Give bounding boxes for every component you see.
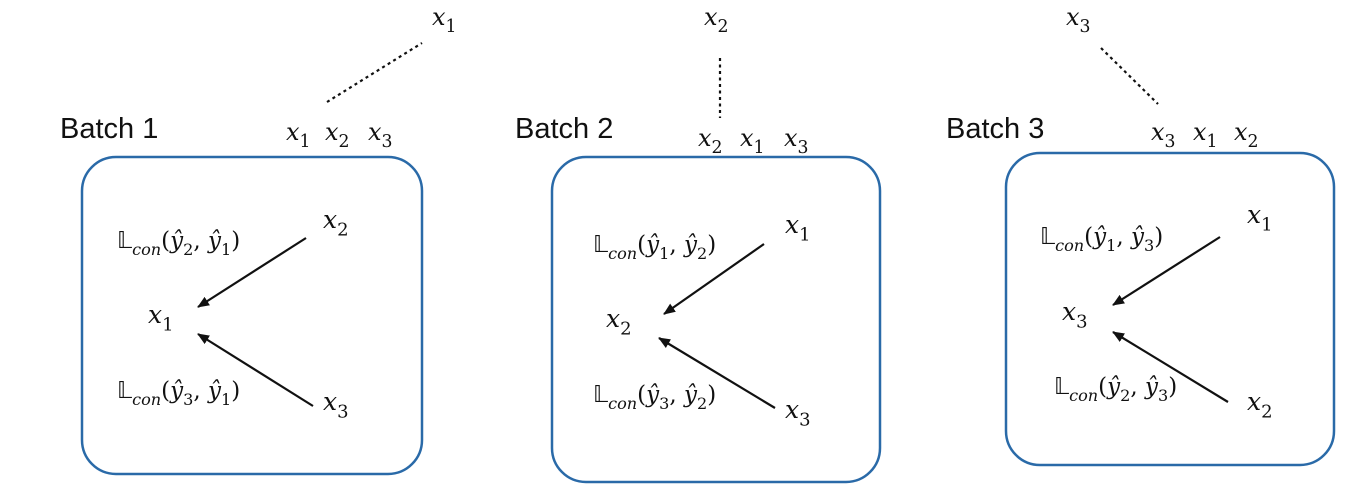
batch-3-loss-bottom: 𝕃con(ŷ2, ŷ3): [1054, 374, 1177, 405]
batch-2-loss-top: 𝕃con(ŷ1, ŷ2): [593, 232, 716, 263]
batch-1-center-node: x1: [148, 300, 174, 336]
batch-3-arrow-bottom: [1112, 331, 1229, 403]
top-sample-1: x1: [432, 3, 457, 37]
batch-2-center-node: x2: [606, 304, 632, 340]
batch-2-top-node: x1: [785, 210, 811, 246]
batch-1-bottom-node: x3: [323, 387, 349, 423]
dotted-connector-1: [326, 42, 423, 103]
batch-3-center-node: x3: [1062, 297, 1088, 333]
batch-3-title: Batch 3: [946, 113, 1044, 145]
batch-3-order-item: x2: [1234, 118, 1259, 152]
dotted-connector-3: [1100, 47, 1159, 105]
batch-1-title: Batch 1: [60, 113, 158, 145]
batch-2-arrow-bottom: [658, 337, 776, 409]
batch-3-bottom-node: x2: [1247, 387, 1273, 423]
batch-1-arrow-bottom: [197, 333, 314, 407]
batch-2-title: Batch 2: [515, 113, 613, 145]
batch-1-order-item: x2: [325, 118, 350, 152]
batch-2-box: [550, 155, 882, 484]
batch-1-order-item: x3: [368, 118, 393, 152]
batch-1-top-node: x2: [323, 205, 349, 241]
batch-3-order-item: x3: [1151, 118, 1176, 152]
batch-2-order-item: x3: [784, 124, 809, 158]
batch-2-order-item: x2: [698, 124, 723, 158]
batch-2-bottom-node: x3: [785, 395, 811, 431]
batch-3-order-item: x1: [1193, 118, 1218, 152]
batch-1-arrow-top: [197, 237, 307, 308]
batch-3-box: [1004, 151, 1336, 467]
batch-2-arrow-top: [663, 243, 765, 315]
batch-1-loss-top: 𝕃con(ŷ2, ŷ1): [117, 228, 240, 259]
batch-2-loss-bottom: 𝕃con(ŷ3, ŷ2): [593, 382, 716, 413]
batch-3-arrow-top: [1112, 236, 1221, 306]
batch-1-loss-bottom: 𝕃con(ŷ3, ŷ1): [117, 378, 240, 409]
batch-3-top-node: x1: [1247, 200, 1273, 236]
batch-2-order-item: x1: [740, 124, 765, 158]
top-sample-3: x3: [1066, 3, 1091, 37]
batch-1-order-item: x1: [286, 118, 311, 152]
batch-3-loss-top: 𝕃con(ŷ1, ŷ3): [1040, 224, 1163, 255]
batch-1-box: [80, 155, 424, 476]
top-sample-2: x2: [704, 3, 729, 37]
